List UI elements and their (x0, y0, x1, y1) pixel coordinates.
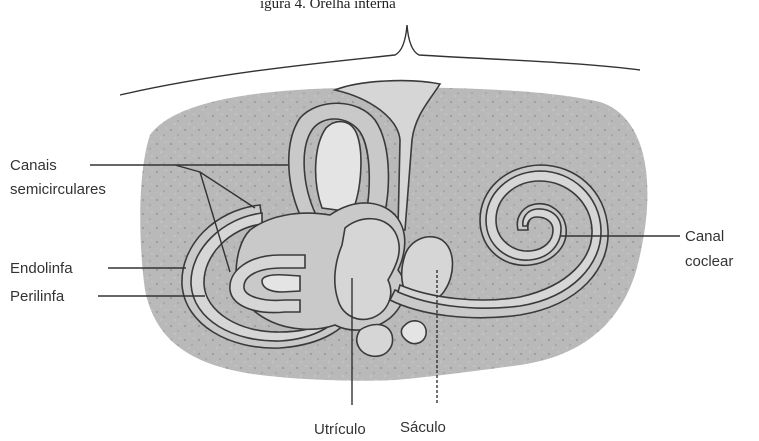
label-canal-line1: Canal (685, 228, 724, 245)
label-saculo: Sáculo (400, 419, 446, 436)
inner-canal-lumen (262, 275, 300, 292)
stapes (357, 325, 393, 357)
label-perilinfa: Perilinfa (10, 288, 65, 305)
round-window (401, 321, 426, 344)
label-canal-line2: coclear (685, 253, 733, 270)
figure-title: igura 4. Orelha interna (260, 0, 396, 12)
label-utriculo: Utrículo (314, 421, 366, 438)
superior-canal-lumen (316, 122, 361, 212)
label-endolinfa: Endolinfa (10, 260, 73, 277)
label-canais-line2: semicirculares (10, 181, 106, 198)
label-canais-line1: Canais (10, 157, 57, 174)
